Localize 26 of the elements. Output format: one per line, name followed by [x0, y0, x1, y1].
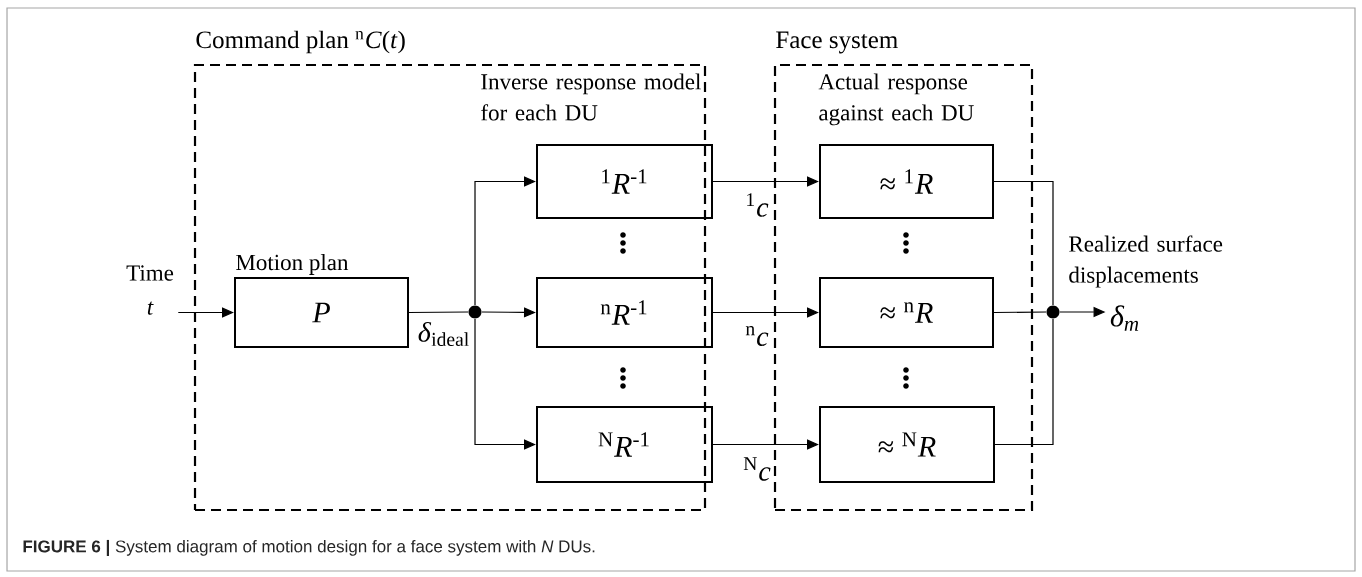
block-box: $^{n}$R$^{-1}$: [536, 277, 713, 348]
arrow: [474, 176, 536, 306]
signal-label: Time t: [126, 265, 174, 315]
arrow: [712, 176, 819, 187]
block-box: $^{N}$R$^{-1}$: [536, 406, 713, 483]
arrow: [712, 307, 819, 318]
arrow: [712, 439, 819, 450]
edge-label: $^{N}$c: [743, 457, 771, 481]
figure-caption: FIGURE 6 | System diagram of motion design for a face system with N DUs.: [23, 539, 595, 557]
arrow: [474, 318, 536, 450]
block-box: ≈ $^{N}$R: [819, 406, 995, 483]
edge-label: δ$_{ideal}$: [418, 321, 469, 347]
block-box: $^{1}$R$^{-1}$: [536, 144, 713, 219]
edge-label: $^{1}$c: [747, 193, 769, 217]
arrow: [177, 307, 234, 318]
arrow: [481, 307, 536, 318]
annotation-text: Realized surface displacements: [1069, 235, 1223, 288]
block-box: P: [234, 277, 409, 348]
block-box: ≈ $^{n}$R: [819, 277, 994, 348]
block-box: ≈ $^{1}$R: [819, 144, 994, 219]
group-heading: Face system: [776, 31, 898, 54]
block-heading: Motion plan: [236, 254, 349, 275]
group-heading: Command plan $^{n}$C(t): [196, 30, 405, 54]
annotation-text: Inverse response model for each DU: [481, 73, 701, 121]
signal-label: δ$_{m}$: [1110, 305, 1139, 331]
edge-label: $^{n}$c: [745, 326, 769, 346]
